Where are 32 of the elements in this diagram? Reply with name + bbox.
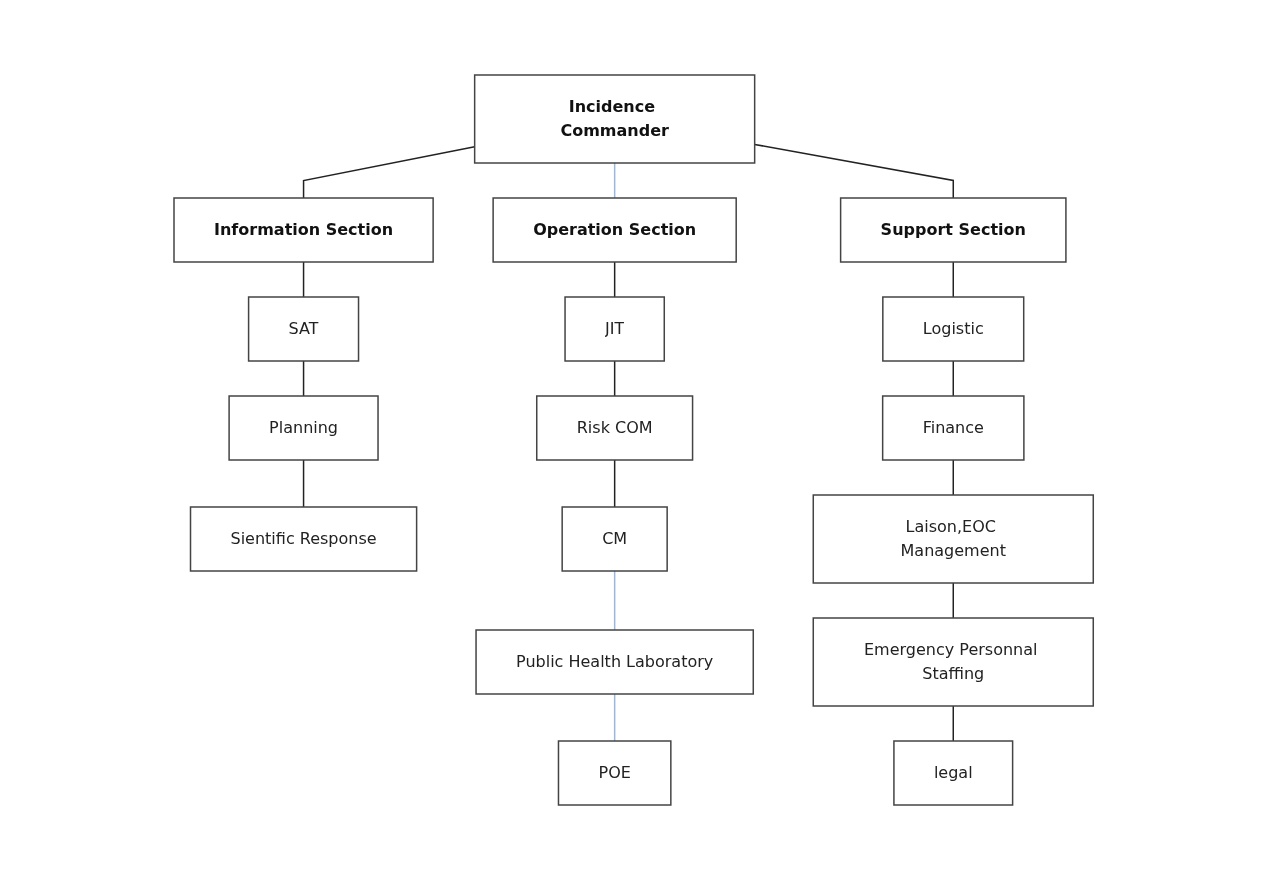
node-box: Sientific Response bbox=[190, 506, 418, 572]
node-box: SAT bbox=[248, 296, 360, 362]
connector bbox=[303, 145, 476, 199]
connector bbox=[614, 459, 616, 508]
node-box: Emergency Personnal Staffing bbox=[812, 617, 1095, 707]
connector bbox=[952, 459, 955, 496]
node-box: Support Section bbox=[840, 197, 1067, 263]
node-box: Risk COM bbox=[536, 395, 694, 461]
node-box: Information Section bbox=[173, 197, 435, 263]
node-box: Public Health Laboratory bbox=[475, 629, 755, 695]
connector bbox=[303, 360, 305, 397]
connector bbox=[614, 570, 616, 631]
node-box: Logistic bbox=[882, 296, 1025, 362]
node-box: Planning bbox=[228, 395, 380, 461]
connector bbox=[952, 360, 955, 397]
connector bbox=[614, 693, 616, 742]
node-box: Laison,EOC Management bbox=[812, 494, 1095, 584]
connector bbox=[952, 261, 955, 298]
connector bbox=[303, 261, 305, 298]
node-box: Finance bbox=[882, 395, 1025, 461]
connector bbox=[614, 261, 616, 298]
connector bbox=[952, 582, 955, 619]
connector bbox=[952, 705, 955, 742]
node-box: Operation Section bbox=[492, 197, 738, 263]
connector bbox=[614, 162, 616, 199]
node-box: CM bbox=[561, 506, 669, 572]
connector bbox=[614, 360, 616, 397]
node-box: JIT bbox=[564, 296, 666, 362]
node-box: legal bbox=[893, 740, 1014, 806]
connector bbox=[303, 459, 305, 508]
node-box: Incidence Commander bbox=[474, 74, 756, 164]
node-box: POE bbox=[558, 740, 672, 806]
